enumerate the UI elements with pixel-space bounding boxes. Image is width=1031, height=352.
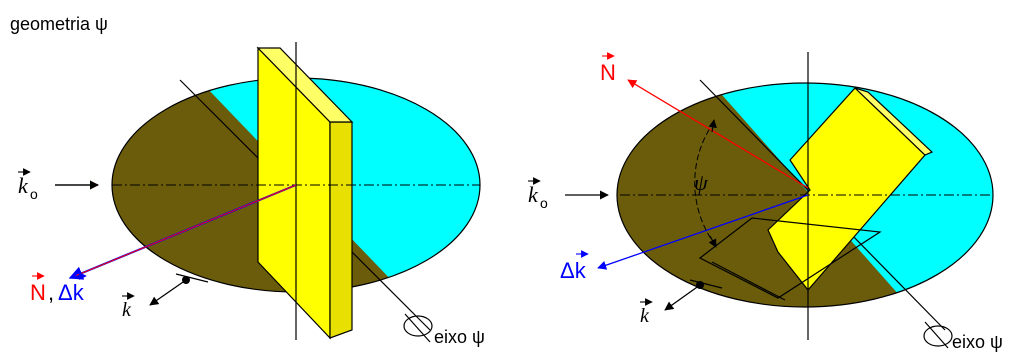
- left-n-overlay: [74, 184, 297, 277]
- right-axis-extension: [924, 321, 949, 349]
- left-axis-label: eixo ψ: [434, 327, 485, 347]
- right-n-label: N: [600, 60, 616, 85]
- diagram-title: geometria ψ: [10, 14, 108, 34]
- right-slab-projection: [698, 217, 882, 299]
- left-slab-side: [329, 121, 353, 339]
- left-labels: k o N , Δk k eixo ψ: [18, 173, 485, 347]
- right-k-arrow: [664, 284, 701, 311]
- right-k0-label: k: [528, 182, 539, 207]
- right-dk-label: Δk: [560, 258, 587, 283]
- right-rotation-tick: [689, 279, 723, 289]
- left-dk-label: Δk: [58, 280, 85, 305]
- left-k-label: k: [122, 299, 132, 321]
- left-rotation-ellipse: [403, 315, 433, 337]
- right-n-arrow: [627, 79, 809, 189]
- left-n-label: N: [30, 280, 46, 305]
- left-rotation-tick: [175, 273, 209, 283]
- left-axis-extension: [404, 313, 431, 343]
- left-k-origin-dot: [182, 276, 190, 284]
- right-geometry: [565, 52, 994, 349]
- right-psi-label: ψ: [694, 170, 708, 195]
- right-psi-arc-arrow-top: [708, 119, 717, 133]
- right-ellipse-outline: [616, 82, 994, 308]
- right-axis-label: eixo ψ: [952, 332, 1003, 352]
- left-geometry: [55, 42, 481, 343]
- left-k0-label: k: [18, 173, 29, 198]
- left-k0-sub: o: [30, 186, 38, 202]
- left-k-arrow: [149, 279, 187, 306]
- right-labels: N ψ k o Δk k eixo ψ: [528, 60, 1003, 352]
- right-slab-front: [767, 87, 926, 291]
- right-dk-arrow: [597, 194, 809, 270]
- right-k0-sub: o: [540, 195, 548, 211]
- left-slab-top: [256, 47, 354, 123]
- vector-overbars: [18, 52, 653, 306]
- right-rotation-ellipse: [923, 325, 953, 347]
- right-psi-arc: [694, 121, 717, 247]
- left-comma: ,: [48, 280, 54, 305]
- right-psi-arc-arrow-bottom: [708, 235, 717, 248]
- right-k-label: k: [640, 305, 650, 327]
- right-slab-projection-inner: [711, 261, 786, 301]
- right-slab-edge: [854, 87, 934, 156]
